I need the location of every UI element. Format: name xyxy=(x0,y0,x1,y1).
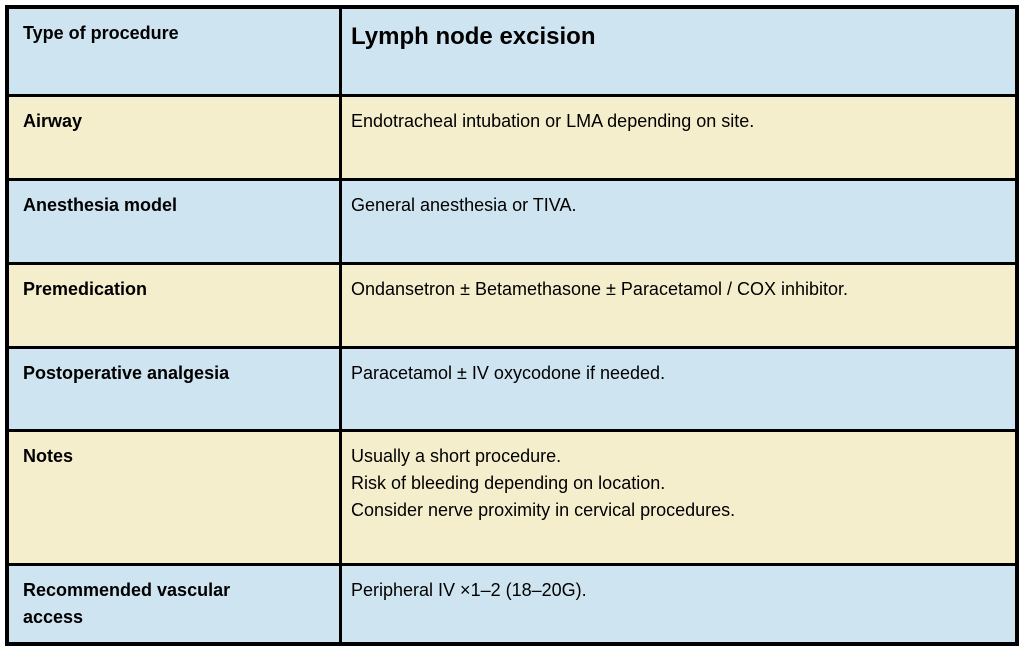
value-line: Paracetamol ± IV oxycodone if needed. xyxy=(351,363,666,383)
row-value: Peripheral IV ×1–2 (18–20G). xyxy=(339,566,1015,642)
value-line: Ondansetron ± Betamethasone ± Paracetamo… xyxy=(351,279,849,299)
value-line: Peripheral IV ×1–2 (18–20G). xyxy=(351,580,587,600)
table-row-anesthesia-model: Anesthesia model General anesthesia or T… xyxy=(9,178,1015,262)
row-label: Premedication xyxy=(23,279,148,299)
row-value: General anesthesia or TIVA. xyxy=(339,181,1015,262)
row-label: Airway xyxy=(23,111,83,131)
value-line: Consider nerve proximity in cervical pro… xyxy=(351,500,736,520)
row-label: Postoperative analgesia xyxy=(23,363,230,383)
row-value: Usually a short procedure. Risk of bleed… xyxy=(339,432,1015,563)
procedure-table: Type of procedure Lymph node excision Ai… xyxy=(5,5,1019,646)
row-value: Ondansetron ± Betamethasone ± Paracetamo… xyxy=(339,265,1015,346)
table-row-vascular-access: Recommended vascular access Peripheral I… xyxy=(9,563,1015,642)
header-label: Type of procedure xyxy=(23,23,179,43)
table-row-premedication: Premedication Ondansetron ± Betamethason… xyxy=(9,262,1015,346)
table-header-row: Type of procedure Lymph node excision xyxy=(9,9,1015,94)
row-value: Endotracheal intubation or LMA depending… xyxy=(339,97,1015,178)
table-row-postoperative-analgesia: Postoperative analgesia Paracetamol ± IV… xyxy=(9,346,1015,429)
row-label: Anesthesia model xyxy=(23,195,178,215)
row-value: Paracetamol ± IV oxycodone if needed. xyxy=(339,349,1015,429)
value-line: Usually a short procedure. xyxy=(351,446,562,466)
table-row-notes: Notes Usually a short procedure. Risk of… xyxy=(9,429,1015,563)
table-row-airway: Airway Endotracheal intubation or LMA de… xyxy=(9,94,1015,178)
value-line: Risk of bleeding depending on location. xyxy=(351,473,666,493)
value-line: Endotracheal intubation or LMA depending… xyxy=(351,111,755,131)
row-label: Recommended vascular access xyxy=(23,580,231,627)
row-label: Notes xyxy=(23,446,74,466)
procedure-title: Lymph node excision xyxy=(339,9,1015,94)
value-line: General anesthesia or TIVA. xyxy=(351,195,577,215)
